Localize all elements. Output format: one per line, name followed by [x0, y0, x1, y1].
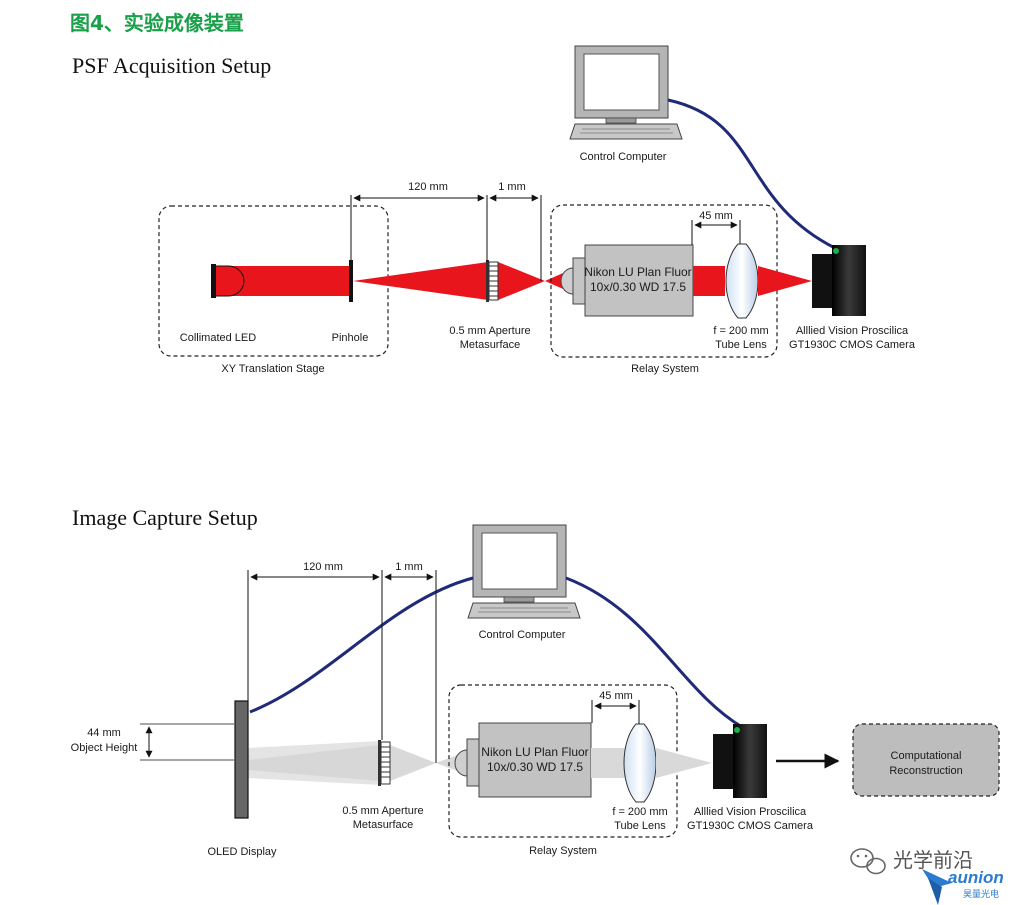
- capture-title: Image Capture Setup: [72, 505, 258, 530]
- psf-computer-icon: [569, 45, 683, 140]
- psf-metasurface: [486, 260, 499, 302]
- psf-camera-label-1: Alllied Vision Proscilica: [796, 325, 909, 337]
- psf-led-beam: [228, 266, 350, 296]
- capture-recon-box: [852, 723, 1000, 797]
- psf-cable: [667, 98, 836, 250]
- capture-objective-label-2: 10x/0.30 WD 17.5: [487, 760, 583, 774]
- psf-converging-beam: [498, 262, 545, 300]
- psf-dim-45: 45 mm: [699, 210, 733, 222]
- capture-computer-label: Control Computer: [479, 629, 566, 641]
- psf-tube-lens: [725, 243, 759, 319]
- psf-stage-label: XY Translation Stage: [221, 363, 324, 375]
- watermark: 光学前沿 aunion 昊量光电: [850, 848, 1004, 905]
- capture-beam-2: [248, 745, 380, 781]
- psf-objective-label-1: Nikon LU Plan Fluor: [584, 265, 691, 279]
- wechat-icon: [850, 848, 886, 875]
- psf-relay-box: [550, 204, 778, 358]
- capture-beam-3: [390, 745, 436, 781]
- brand-name: aunion: [948, 868, 1004, 887]
- capture-relay-beam: [591, 748, 625, 778]
- psf-tube-label-1: f = 200 mm: [713, 325, 768, 337]
- capture-dim-45: 45 mm: [599, 690, 633, 702]
- psf-title: PSF Acquisition Setup: [72, 53, 271, 78]
- capture-height-label-2: Object Height: [71, 742, 138, 754]
- psf-led-icon: [211, 264, 245, 298]
- capture-meta-label-1: 0.5 mm Aperture: [342, 805, 423, 817]
- capture-oled-display: [234, 700, 249, 819]
- capture-camera-label-1: Alllied Vision Proscilica: [694, 806, 807, 818]
- psf-camera-beam: [758, 266, 812, 296]
- psf-stage-box: [158, 205, 389, 357]
- psf-pinhole-label: Pinhole: [332, 332, 369, 344]
- capture-camera-label-2: GT1930C CMOS Camera: [687, 820, 814, 832]
- capture-recon-label-1: Computational: [891, 750, 962, 762]
- capture-meta-label-2: Metasurface: [353, 819, 414, 831]
- capture-metasurface: [378, 740, 391, 786]
- capture-dim-120: 120 mm: [303, 561, 343, 573]
- capture-cable-display: [249, 576, 474, 714]
- brand-sub: 昊量光电: [963, 888, 999, 900]
- capture-camera-icon: [713, 724, 767, 798]
- psf-diverging-beam: [353, 262, 488, 300]
- psf-relay-beam: [693, 266, 725, 296]
- figure-caption: 图4、实验成像装置: [70, 11, 244, 35]
- capture-height-label-1: 44 mm: [87, 727, 121, 739]
- psf-camera-label-2: GT1930C CMOS Camera: [789, 339, 916, 351]
- watermark-text: 光学前沿: [893, 848, 973, 872]
- capture-dim-1: 1 mm: [395, 561, 423, 573]
- psf-setup: PSF Acquisition Setup Control Computer X…: [72, 45, 916, 375]
- capture-setup: Image Capture Setup Control Computer 44 …: [71, 505, 1000, 858]
- capture-relay-label: Relay System: [529, 845, 597, 857]
- psf-objective-label-2: 10x/0.30 WD 17.5: [590, 280, 686, 294]
- psf-computer-label: Control Computer: [580, 151, 667, 163]
- aunion-logo-icon: [922, 869, 952, 905]
- psf-dim-1: 1 mm: [498, 181, 526, 193]
- capture-recon-label-2: Reconstruction: [889, 765, 962, 777]
- psf-led-label: Collimated LED: [180, 332, 256, 344]
- psf-dim-120: 120 mm: [408, 181, 448, 193]
- psf-meta-label-1: 0.5 mm Aperture: [449, 325, 530, 337]
- capture-cable-camera: [565, 576, 743, 729]
- psf-pinhole: [349, 260, 353, 302]
- capture-beam-4: [436, 754, 460, 772]
- psf-objective-icon: [560, 244, 694, 317]
- psf-relay-label: Relay System: [631, 363, 699, 375]
- capture-relay-box: [448, 684, 678, 838]
- psf-tube-label-2: Tube Lens: [715, 339, 767, 351]
- capture-computer-icon: [467, 524, 581, 619]
- psf-meta-label-2: Metasurface: [460, 339, 521, 351]
- capture-display-label: OLED Display: [207, 846, 277, 858]
- capture-tube-label-2: Tube Lens: [614, 820, 666, 832]
- capture-objective-icon: [454, 722, 592, 798]
- capture-camera-beam: [656, 748, 712, 778]
- capture-objective-label-1: Nikon LU Plan Fluor: [481, 745, 588, 759]
- capture-tube-label-1: f = 200 mm: [612, 806, 667, 818]
- psf-camera-icon: [812, 245, 866, 316]
- capture-tube-lens: [623, 723, 657, 803]
